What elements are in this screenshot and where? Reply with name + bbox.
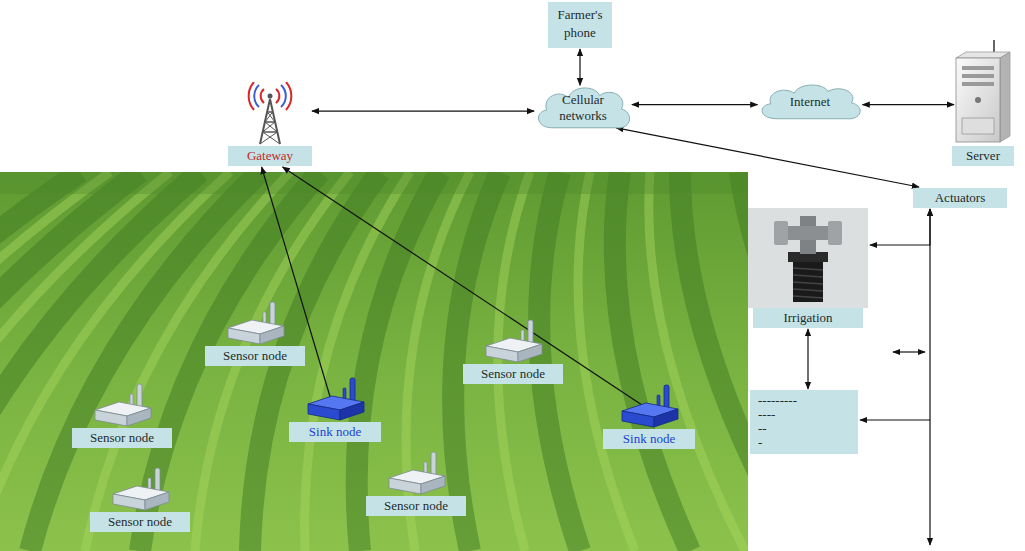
- placeholder-box: ----------------: [750, 390, 858, 454]
- node-label: Sensor node: [468, 365, 558, 383]
- node-label: Server: [957, 147, 1009, 165]
- sink-icon: [302, 376, 368, 422]
- gateway-node: Gateway: [228, 82, 312, 166]
- node-label: Sensor node: [371, 497, 461, 515]
- sensor-node: Sensor node: [90, 466, 190, 532]
- node-label: Actuators: [918, 189, 1002, 207]
- connector: [312, 110, 534, 111]
- sensor-icon: [383, 450, 449, 496]
- sensor-node: Sensor node: [205, 300, 305, 366]
- actuator-box: Actuators: [913, 188, 1007, 208]
- connector: [870, 209, 930, 245]
- label-box: Sink node: [289, 422, 381, 442]
- sink-node: Sink node: [289, 376, 381, 442]
- node-label: Sensor node: [210, 347, 300, 365]
- label-box: Sensor node: [90, 512, 190, 532]
- irrigation-node: Irrigation: [748, 208, 868, 328]
- connector: [632, 104, 758, 105]
- label-box: Irrigation: [753, 308, 863, 328]
- sensor-icon: [480, 318, 546, 364]
- node-label: Irrigation: [758, 309, 858, 327]
- sensor-node: Sensor node: [463, 318, 563, 384]
- sensor-icon: [89, 382, 155, 428]
- server-node: Server: [948, 40, 1018, 166]
- label-box: Server: [952, 146, 1014, 166]
- label-box: Sensor node: [366, 496, 466, 516]
- cellular-cloud: Cellular networks: [531, 82, 635, 134]
- node-label: ----: [758, 408, 850, 422]
- label-box: Sink node: [603, 429, 695, 449]
- phone-box: Farmer's phone: [548, 2, 612, 48]
- label-box: Sensor node: [463, 364, 563, 384]
- label-box: Farmer's phone: [548, 2, 612, 48]
- actuator-bus: [929, 420, 930, 545]
- connector: [616, 128, 919, 187]
- connector: [807, 329, 808, 389]
- sensor-node: Sensor node: [366, 450, 466, 516]
- connector: [860, 209, 930, 420]
- node-label: Sensor node: [77, 429, 167, 447]
- label-box: Gateway: [228, 146, 312, 166]
- node-label: Cellular networks: [550, 92, 616, 124]
- sensor-icon: [107, 466, 173, 512]
- node-label: -: [758, 436, 850, 450]
- node-label: Sink node: [294, 423, 376, 441]
- node-label: Internet: [775, 94, 845, 110]
- label-box: Sensor node: [205, 346, 305, 366]
- sink-node: Sink node: [603, 383, 695, 449]
- connector: [863, 104, 954, 105]
- sink-icon: [616, 383, 682, 429]
- connector: [283, 167, 645, 407]
- tower-icon: [240, 82, 300, 146]
- label-box: Sensor node: [72, 428, 172, 448]
- node-label: Farmer's phone: [553, 6, 607, 42]
- node-label: Gateway: [233, 147, 307, 165]
- server-icon: [948, 40, 1018, 146]
- label-box: ----------------: [750, 390, 858, 454]
- sensor-node: Sensor node: [72, 382, 172, 448]
- internet-cloud: Internet: [754, 80, 866, 124]
- bus-arrow: [893, 351, 925, 352]
- node-label: ---------: [758, 394, 850, 408]
- node-label: Sensor node: [95, 513, 185, 531]
- irrig-icon: [748, 208, 868, 308]
- node-label: --: [758, 422, 850, 436]
- node-label: Sink node: [608, 430, 690, 448]
- cloud-text: Internet: [775, 94, 845, 110]
- connector: [579, 49, 580, 85]
- sensor-icon: [222, 300, 288, 346]
- label-box: Actuators: [913, 188, 1007, 208]
- cloud-text: Cellular networks: [550, 92, 616, 124]
